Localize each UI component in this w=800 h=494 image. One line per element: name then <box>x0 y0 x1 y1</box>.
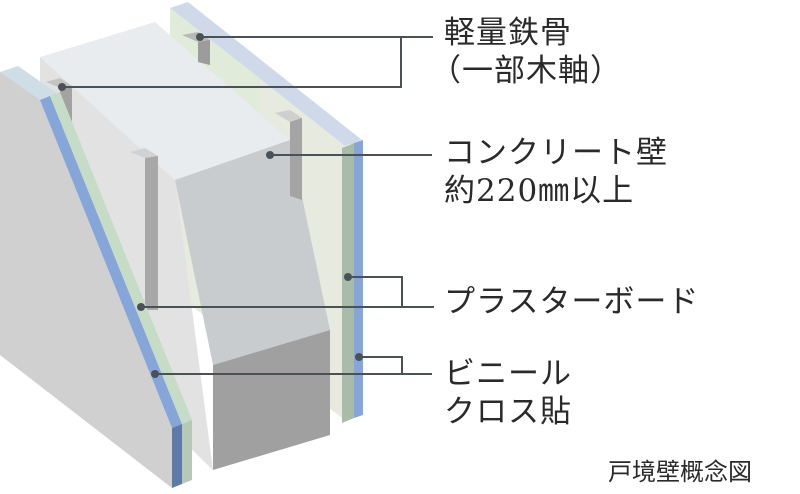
leader-steel-bottom <box>62 37 402 88</box>
label-steel-frame-line1: 軽量鉄骨 <box>444 15 572 51</box>
label-vinyl-cloth-line1: ビニール <box>444 356 572 392</box>
front-wall-panel <box>0 66 192 488</box>
leader-vinyl-right <box>359 356 403 374</box>
diagram-caption: 戸境壁概念図 <box>608 458 752 486</box>
label-vinyl-cloth: ビニール クロス貼 <box>444 355 572 431</box>
label-plasterboard-line1: プラスターボード <box>444 284 700 320</box>
label-concrete-wall-line2: 約220㎜以上 <box>444 173 635 209</box>
label-steel-frame: 軽量鉄骨 （一部木軸） <box>430 14 622 90</box>
leader-dots <box>58 33 363 378</box>
label-steel-frame-line2: （一部木軸） <box>430 53 622 89</box>
label-plasterboard: プラスターボード <box>444 283 699 321</box>
label-vinyl-cloth-line2: クロス貼 <box>444 394 572 430</box>
leader-plasterboard-right <box>348 276 403 307</box>
leader-lines <box>62 36 434 375</box>
label-concrete-wall: コンクリート壁 約220㎜以上 <box>444 134 668 210</box>
label-concrete-wall-line1: コンクリート壁 <box>444 135 668 171</box>
